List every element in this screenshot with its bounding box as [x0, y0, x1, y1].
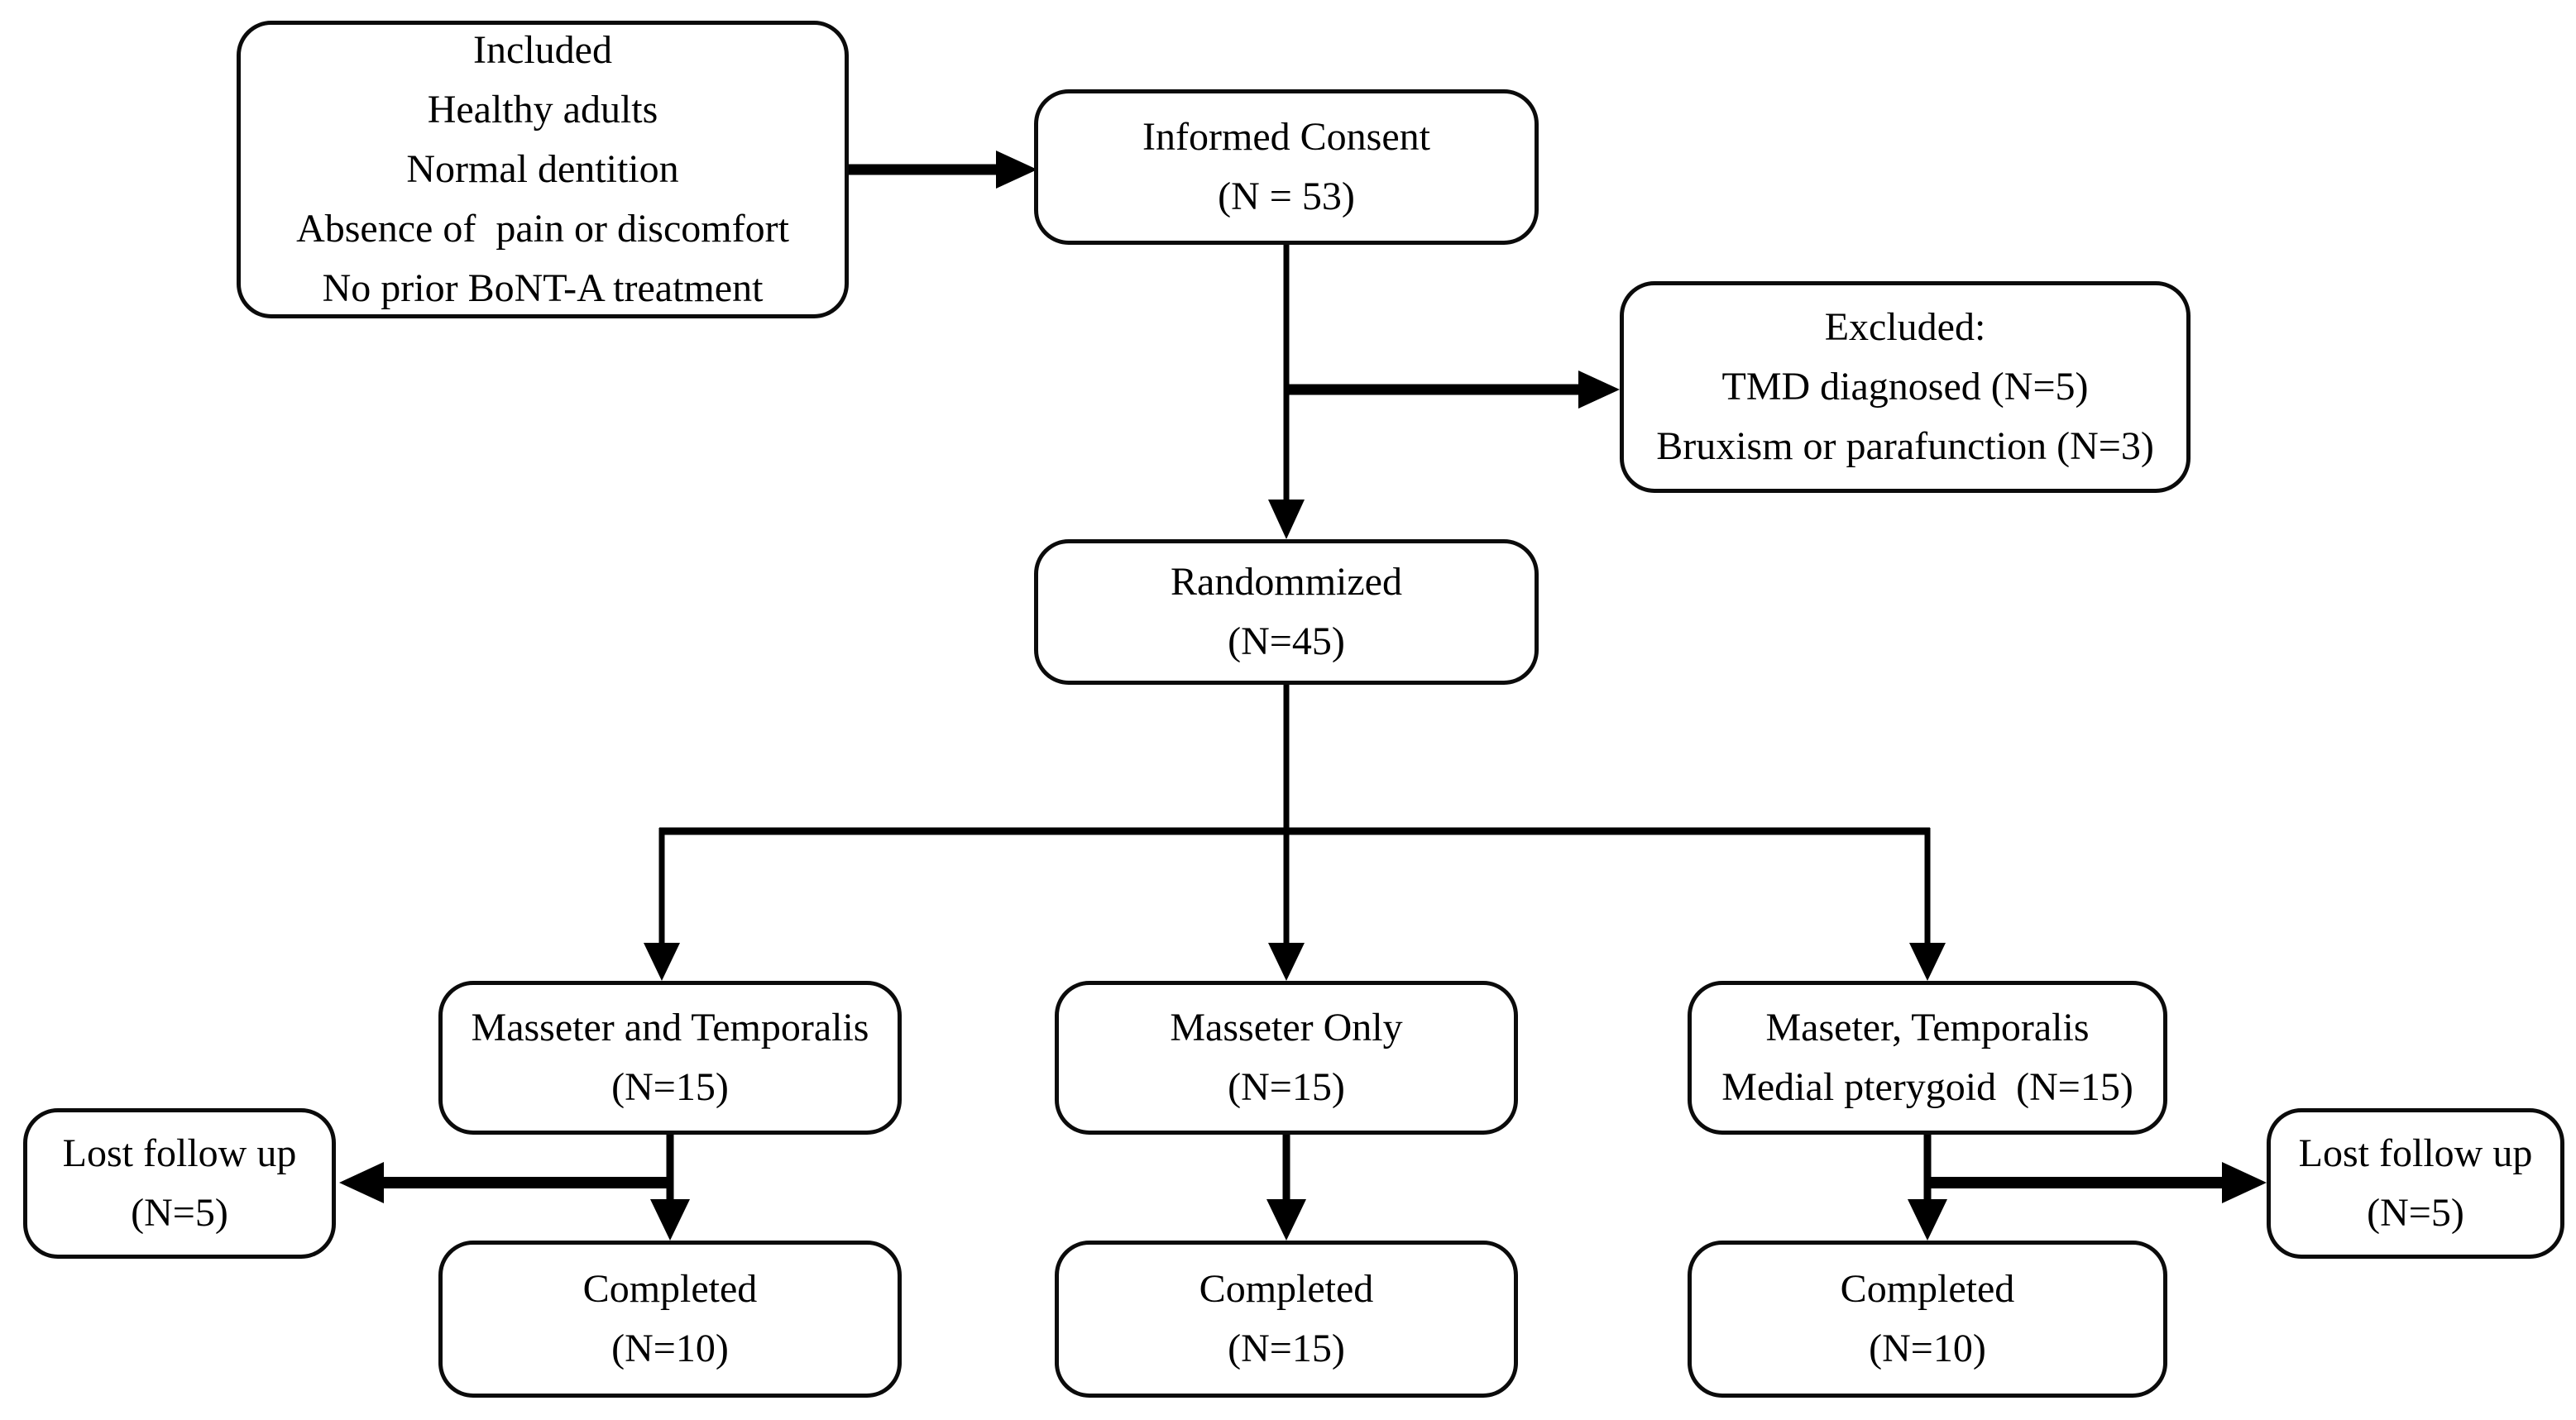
node-line: Maseter, Temporalis — [1765, 1006, 2090, 1049]
node-line: Included — [473, 28, 612, 72]
arrow-drop-middle-head — [1268, 943, 1305, 981]
node-line: Informed Consent — [1142, 115, 1430, 159]
node-line: TMD diagnosed (N=5) — [1721, 365, 2089, 409]
node-line: (N=5) — [2367, 1191, 2464, 1235]
node-completed-right: Completed (N=10) — [1688, 1241, 2167, 1398]
node-line: (N=15) — [611, 1065, 729, 1109]
node-completed-middle: Completed (N=15) — [1055, 1241, 1518, 1398]
node-line: Randommized — [1171, 560, 1402, 604]
node-line: (N = 53) — [1218, 175, 1355, 218]
node-line: Masseter and Temporalis — [471, 1006, 869, 1049]
node-line: Completed — [582, 1267, 758, 1311]
node-line: Healthy adults — [427, 88, 658, 131]
node-group-masseter-only: Masseter Only (N=15) — [1055, 981, 1518, 1135]
node-line: Completed — [1199, 1267, 1374, 1311]
arrow-left-completed-head — [650, 1199, 690, 1241]
node-line: Medial pterygoid (N=15) — [1721, 1065, 2133, 1109]
node-line: Bruxism or parafunction (N=3) — [1656, 424, 2154, 468]
node-line: (N=10) — [1869, 1327, 1986, 1370]
node-line: No prior BoNT-A treatment — [322, 266, 764, 310]
node-included: Included Healthy adults Normal dentition… — [237, 21, 849, 318]
arrow-to-excluded-head — [1578, 371, 1620, 409]
node-lost-follow-up-right: Lost follow up (N=5) — [2267, 1108, 2564, 1259]
node-line: Masseter Only — [1170, 1006, 1403, 1049]
arrow-drop-right-head — [1909, 943, 1946, 981]
arrow-consent-to-randomized-head — [1268, 500, 1305, 539]
node-line: (N=10) — [611, 1327, 729, 1370]
node-line: (N=15) — [1228, 1065, 1345, 1109]
node-line: Normal dentition — [406, 147, 679, 191]
node-completed-left: Completed (N=10) — [438, 1241, 902, 1398]
node-line: Excluded: — [1824, 305, 1986, 349]
node-randomized: Randommized (N=45) — [1034, 539, 1539, 685]
node-line: (N=45) — [1228, 619, 1345, 663]
node-line: Absence of pain or discomfort — [296, 207, 789, 251]
arrow-right-lost-head — [2222, 1162, 2267, 1203]
node-line: (N=5) — [131, 1191, 228, 1235]
node-lost-follow-up-left: Lost follow up (N=5) — [23, 1108, 336, 1259]
node-line: (N=15) — [1228, 1327, 1345, 1370]
arrow-included-to-consent-head — [996, 151, 1037, 189]
arrow-right-completed-head — [1908, 1199, 1947, 1241]
arrow-left-lost-head — [339, 1162, 384, 1203]
node-line: Lost follow up — [62, 1131, 297, 1175]
arrow-drop-left-head — [644, 943, 680, 981]
node-line: Completed — [1840, 1267, 2015, 1311]
node-excluded: Excluded: TMD diagnosed (N=5) Bruxism or… — [1620, 281, 2191, 493]
node-line: Lost follow up — [2298, 1131, 2533, 1175]
node-group-three-muscles: Maseter, Temporalis Medial pterygoid (N=… — [1688, 981, 2167, 1135]
node-informed-consent: Informed Consent (N = 53) — [1034, 89, 1539, 245]
arrow-middle-completed-head — [1266, 1199, 1306, 1241]
node-group-masseter-temporalis: Masseter and Temporalis (N=15) — [438, 981, 902, 1135]
